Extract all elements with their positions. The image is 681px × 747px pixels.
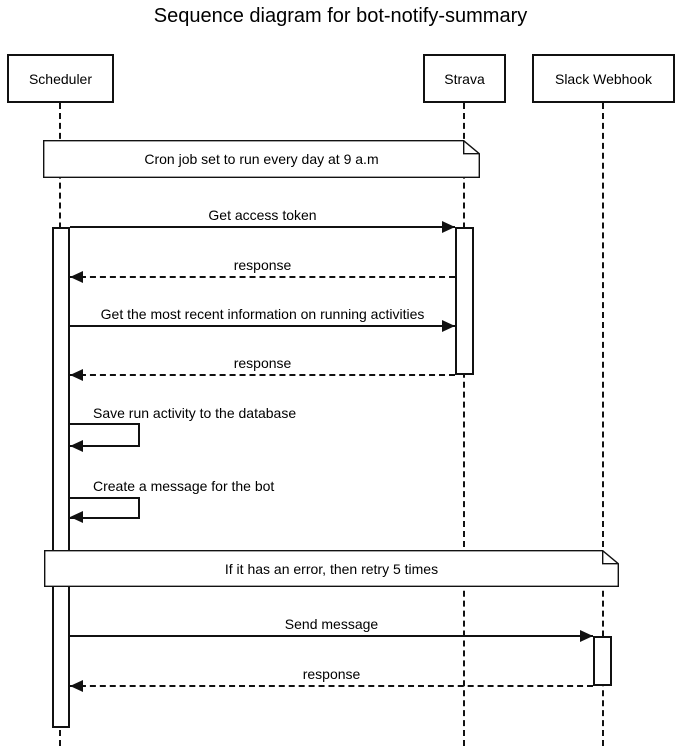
lifeline-slack-webhook (602, 103, 604, 746)
activation-bar-scheduler (52, 227, 70, 728)
arrowhead-left-icon (70, 440, 83, 452)
actor-label-strava: Strava (444, 70, 485, 87)
actor-box-slack-webhook: Slack Webhook (532, 54, 675, 103)
note-text-cron-job: Cron job set to run every day at 9 a.m (144, 151, 379, 167)
arrowhead-right-icon (442, 320, 455, 332)
message-label-response-1: response (233, 257, 292, 273)
arrowhead-left-icon (70, 680, 83, 692)
note-shape-icon (44, 550, 619, 587)
message-arrow-response-2 (70, 374, 455, 376)
message-label-send-message: Send message (284, 616, 379, 632)
message-label-response-2: response (233, 355, 292, 371)
message-label-response-3: response (302, 666, 361, 682)
diagram-title: Sequence diagram for bot-notify-summary (153, 5, 528, 27)
activation-bar-strava (455, 227, 474, 375)
message-arrow-response-3 (70, 685, 593, 687)
message-arrow-get-access-token (70, 226, 455, 228)
message-label-get-recent-activities: Get the most recent information on runni… (100, 306, 425, 322)
message-label-save-run-activity: Save run activity to the database (93, 405, 297, 421)
note-cron-job: Cron job set to run every day at 9 a.m (43, 140, 480, 178)
arrowhead-left-icon (70, 511, 83, 523)
lifeline-strava (463, 103, 465, 746)
message-label-get-access-token: Get access token (208, 207, 317, 223)
arrowhead-right-icon (442, 221, 455, 233)
message-arrow-send-message (70, 635, 593, 637)
note-text-retry: If it has an error, then retry 5 times (224, 560, 439, 577)
arrowhead-left-icon (70, 369, 83, 381)
self-message-loop-save-run-activity (70, 423, 140, 447)
arrowhead-left-icon (70, 271, 83, 283)
message-arrow-response-1 (70, 276, 455, 278)
note-retry: If it has an error, then retry 5 times (44, 550, 619, 587)
message-arrow-get-recent-activities (70, 325, 455, 327)
arrowhead-right-icon (580, 630, 593, 642)
actor-label-slack-webhook: Slack Webhook (554, 70, 652, 87)
note-shape-icon (43, 140, 480, 178)
actor-box-scheduler: Scheduler (7, 54, 114, 103)
message-label-create-bot-message: Create a message for the bot (93, 478, 275, 494)
actor-label-scheduler: Scheduler (28, 70, 93, 87)
self-message-loop-create-bot-message (70, 497, 140, 519)
activation-bar-slack-webhook (593, 636, 612, 686)
actor-box-strava: Strava (423, 54, 506, 103)
